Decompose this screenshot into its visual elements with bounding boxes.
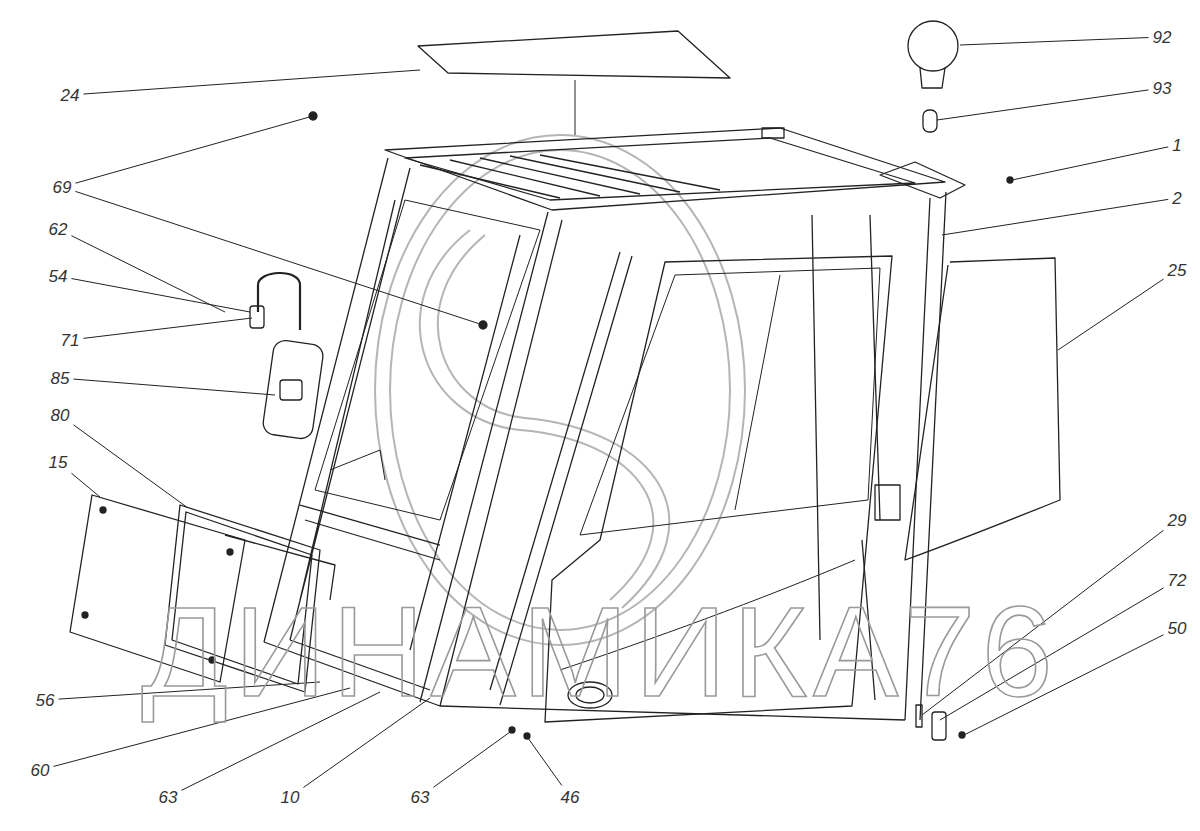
- callout-number: 50: [1167, 620, 1188, 637]
- watermark-logo: [375, 135, 745, 645]
- leader-line: [83, 70, 420, 94]
- callout-number: 2: [1171, 190, 1182, 207]
- callout-number: 93: [1152, 80, 1173, 97]
- callout-number: 15: [48, 454, 69, 471]
- leader-line: [942, 199, 1168, 235]
- callout-number: 72: [1167, 572, 1188, 589]
- watermark: ДИНАМИКА76: [141, 588, 1058, 716]
- callout-number: 71: [60, 332, 81, 349]
- leader-line: [1012, 147, 1168, 180]
- rear-panel: [905, 258, 1060, 560]
- callout-number: 46: [560, 789, 581, 806]
- front-pillar: [264, 158, 410, 642]
- callout-number: 54: [48, 268, 69, 285]
- leader-line: [83, 318, 252, 338]
- leader-line: [1058, 279, 1164, 350]
- callout-number: 56: [35, 692, 56, 709]
- leader-line: [71, 473, 100, 497]
- leader-line: [75, 191, 483, 325]
- leader-line: [75, 116, 313, 183]
- callout-number: 63: [158, 789, 179, 806]
- callout-number: 25: [1167, 262, 1188, 279]
- callout-number: 29: [1167, 512, 1188, 529]
- beacon: [908, 21, 958, 71]
- callout-number: 92: [1152, 29, 1173, 46]
- leader-line: [528, 738, 562, 786]
- callout-number: 69: [52, 179, 73, 196]
- leader-line: [73, 425, 188, 508]
- leader-line: [73, 379, 275, 395]
- callout-number: 62: [48, 221, 69, 238]
- callout-number: 63: [410, 789, 431, 806]
- cab-roof: [385, 128, 945, 210]
- callout-number: 24: [60, 87, 81, 104]
- callout-number: 10: [280, 789, 301, 806]
- leader-line: [960, 38, 1149, 45]
- callout-number: 80: [50, 407, 71, 424]
- leader-line: [937, 90, 1149, 120]
- callout-number: 1: [1171, 137, 1182, 154]
- roof-panel: [418, 31, 730, 78]
- mirror: [262, 339, 325, 440]
- callout-number: 60: [30, 762, 51, 779]
- leader-line: [71, 236, 225, 312]
- callout-number: 85: [50, 370, 71, 387]
- leader-line: [71, 279, 250, 312]
- leader-line: [433, 732, 510, 787]
